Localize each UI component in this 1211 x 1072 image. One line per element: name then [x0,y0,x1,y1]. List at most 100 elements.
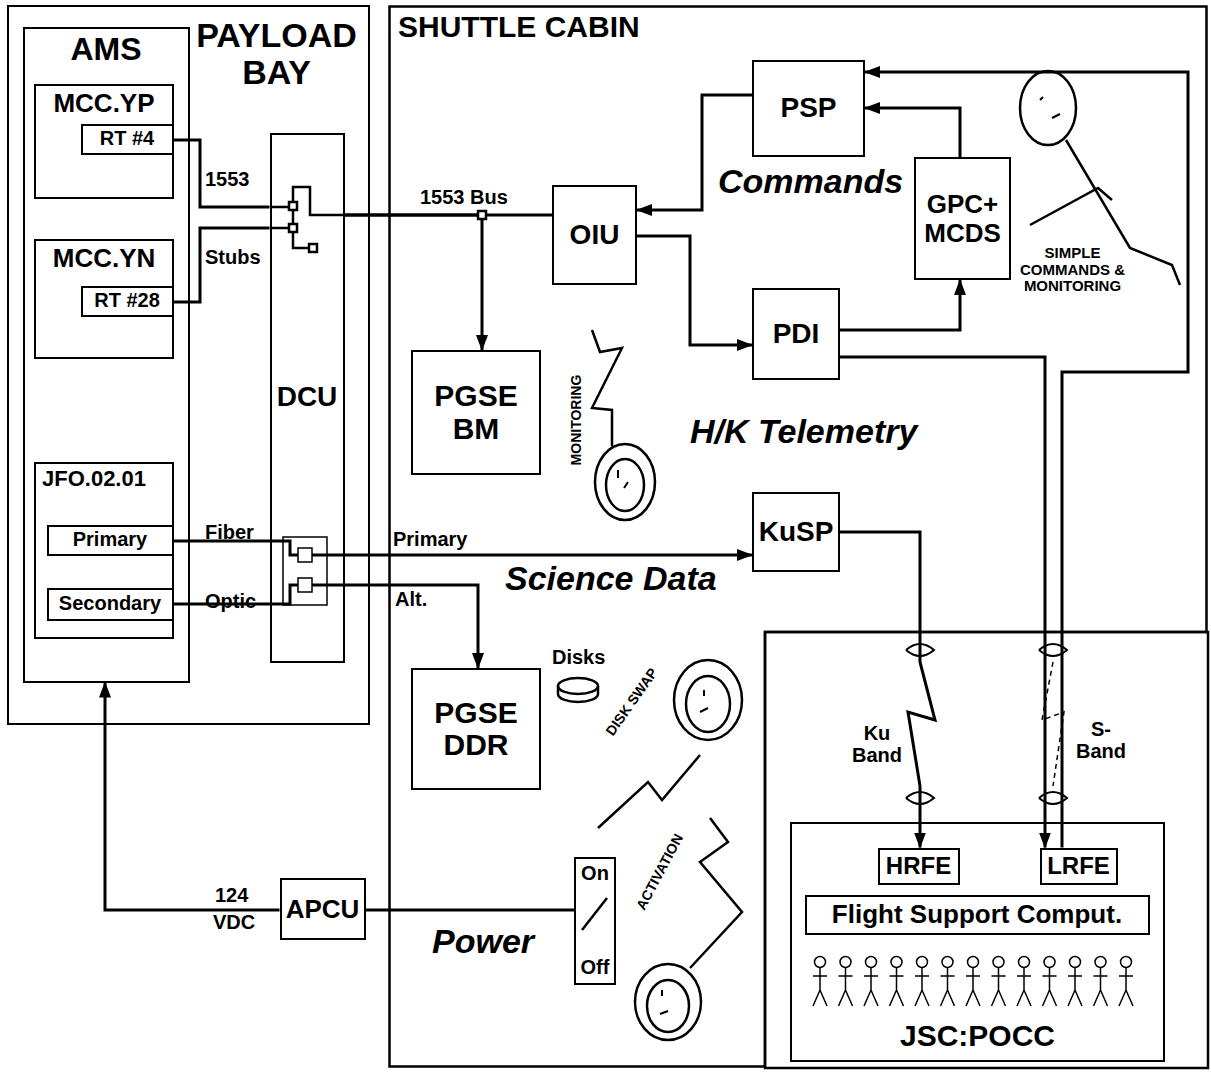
crew-body [864,968,878,1006]
flow-label: Commands [718,163,903,200]
radio-link [1042,662,1064,786]
process-box: OIU [552,185,637,285]
box-label: Flight Support Comput. [832,900,1122,928]
crew-head [1070,957,1081,968]
box-label: KuSP [759,517,834,547]
bus-tap [478,211,486,219]
crew-body [1068,968,1082,1006]
flow-label: Science Data [505,560,717,597]
crew-body [1043,968,1057,1006]
box-label: JFO.02.01 [42,467,146,491]
box-label: RT #4 [100,128,154,150]
connector [366,909,575,912]
box-label: GPC+ MCDS [920,190,1005,246]
action-label: ACTIVATION [634,832,687,913]
crew-head [866,957,877,968]
crew-body [890,968,904,1006]
connector [865,72,1188,848]
process-box: PGSE BM [411,350,541,475]
box-label: APCU [286,895,360,923]
switch-lever [582,898,607,930]
crew-head [917,957,928,968]
unit-box: DCU [270,133,345,663]
signal-label: VDC [213,911,255,933]
box-label: HRFE [886,853,951,879]
signal-label: Primary [393,528,468,550]
crew-head [1044,957,1055,968]
signal-label: 1553 [205,168,250,190]
connector [840,532,935,848]
crew-body [992,968,1006,1006]
connector [345,215,483,350]
crew-body [1017,968,1031,1006]
disk [558,686,598,702]
process-box: PGSE DDR [411,668,541,790]
box-label: PSP [780,93,836,123]
ground-region [765,632,1208,1068]
crew-head [1095,957,1106,968]
flow-label: Power [432,923,534,960]
signal-label: 124 [215,884,248,906]
crew-body [941,968,955,1006]
bus-stub-wiring [270,187,345,248]
crew-figure [635,818,742,1040]
box-label: PGSE DDR [417,697,535,762]
fiber-connector [283,537,327,605]
disk [558,678,598,694]
crew-body [813,968,827,1006]
crew-head [968,957,979,968]
region-heading: MCC.YP [53,89,154,117]
crew-figure [598,660,742,828]
process-box: KuSP [752,492,840,572]
terminal-box: RT #4 [81,124,174,155]
box-label: LRFE [1047,853,1110,879]
crew-head [815,957,826,968]
switch-box: OnOff [574,857,616,985]
process-box: LRFE [1040,848,1118,885]
port-box: Primary [47,525,174,556]
module-box: MCC.YNRT #28 [34,239,174,359]
box-label: PGSE BM [417,380,535,445]
connector [637,236,752,345]
system-box: AMSMCC.YPRT #4MCC.YNRT #28JFO.02.01Prima… [23,27,190,683]
box-label: Secondary [59,593,161,615]
crew-body [915,968,929,1006]
bus-terminator [309,244,317,252]
signal-label: Alt. [395,588,427,610]
box-label: Primary [73,529,148,551]
crew-body [1094,968,1108,1006]
process-box: Flight Support Comput. [805,895,1150,935]
stub-coupler [289,224,297,232]
crew-head [942,957,953,968]
signal-label: Ku Band [848,722,906,766]
region-heading: JSC:POCC [900,1020,1055,1052]
crew-head [891,957,902,968]
signal-label: Disks [552,646,605,668]
region-box: PAYLOAD BAYAMSMCC.YPRT #4MCC.YNRT #28JFO… [7,5,370,725]
crew-head [1121,957,1132,968]
box-label: On [581,863,609,885]
process-box: PSP [752,60,865,157]
region-heading: PAYLOAD BAY [189,17,364,90]
crew-figure [592,330,655,520]
module-box: MCC.YP RT #4 [34,84,174,199]
process-box: HRFE [878,848,960,885]
stub-coupler [289,202,297,210]
connector [840,280,960,330]
signal-label: Optic [205,590,256,612]
process-box: GPC+ MCDS [914,157,1011,280]
action-label: MONITORING [569,375,584,466]
terminal-box: RT #28 [81,286,174,317]
box-label: OIU [570,220,620,250]
crew-body [1119,968,1133,1006]
signal-label: Fiber [205,521,254,543]
crew-head [1019,957,1030,968]
flow-label: H/K Telemetry [690,413,917,450]
connector [174,585,479,668]
box-label: PDI [773,319,820,349]
cabin-outline [390,7,1207,1067]
signal-label: S- Band [1072,718,1130,762]
box-label: RT #28 [94,290,160,312]
ground-crew [813,957,1133,1007]
